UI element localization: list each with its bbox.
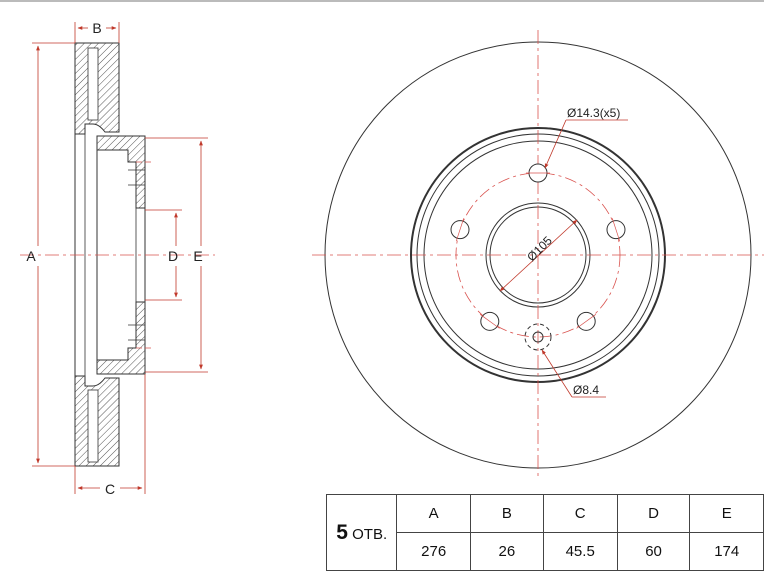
value-c: 45.5 [542,532,618,571]
header-d: D [616,494,691,533]
holes-unit: ОТВ. [352,525,388,543]
bolt-holes [450,163,626,331]
bolt-hole-centerline [576,314,597,329]
hub-section [96,135,146,209]
bolt-hole-centerline [611,218,621,242]
small-hole-callout: Ø8.4 [573,383,599,397]
table-row: 276 26 45.5 60 174 [327,532,764,571]
dim-label-d: D [168,248,178,264]
side-dimensions [32,22,208,494]
side-section-view [20,42,215,467]
holes-number: 5 [336,520,348,544]
header-e: E [689,494,764,533]
value-e: 174 [689,532,764,571]
header-b: B [469,494,544,533]
front-view [312,30,764,480]
center-bore-callout: Ø105 [524,233,555,264]
small-hole [524,323,552,351]
dim-label-a: A [26,248,36,264]
header-c: C [542,494,618,533]
header-a: A [396,494,471,533]
holes-cell: 5 ОТВ. [325,494,398,571]
dim-label-c: C [105,481,115,497]
dim-label-b: B [92,20,101,36]
spec-table: 5 ОТВ. A B C D E 276 26 45.5 60 174 [325,494,764,571]
value-d: 60 [616,532,691,571]
bolt-hole-callout: Ø14.3(x5) [567,106,620,120]
value-b: 26 [469,532,544,571]
bolt-hole-centerline [479,314,500,329]
table-row: 5 ОТВ. A B C D E [325,494,764,571]
dim-label-e: E [193,248,202,264]
bolt-hole-centerline [455,218,465,242]
value-a: 276 [396,532,471,571]
